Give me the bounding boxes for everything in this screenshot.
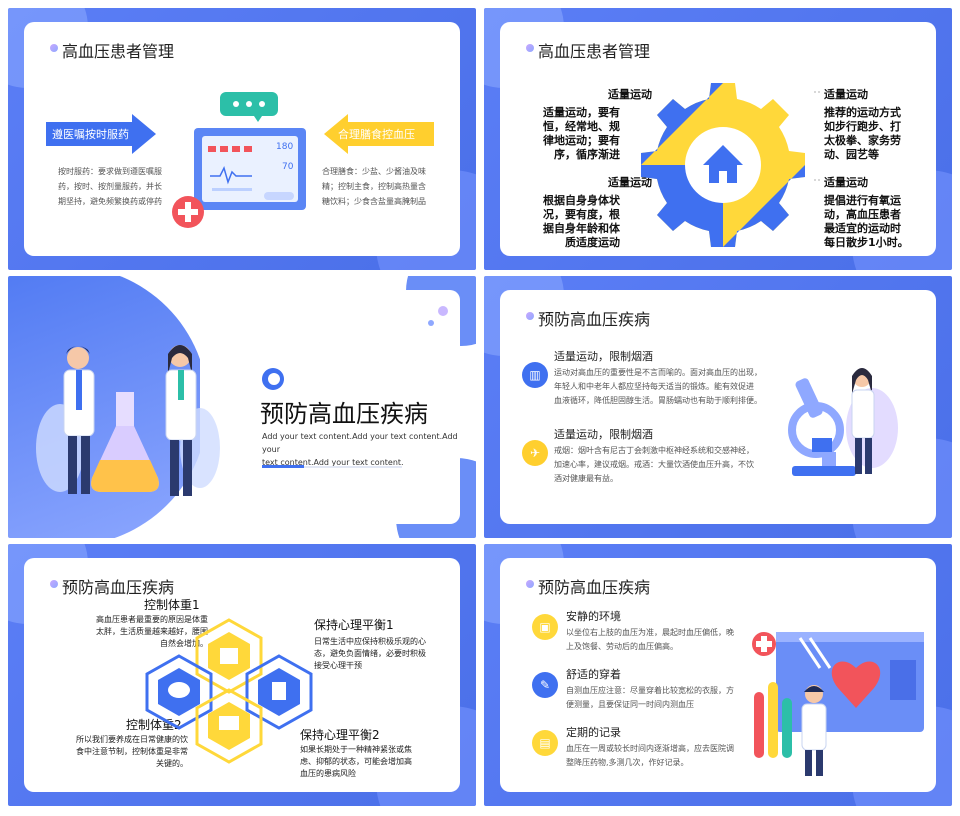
title-dot-icon: [526, 580, 534, 588]
weight-head-1: 控制体重1: [144, 598, 200, 612]
row-2-title: 舒适的穿着: [566, 668, 621, 681]
weight-text-2: 所以我们要养成在日常健康的饮食中注意节制，控制体重是非常关键的。: [76, 735, 188, 768]
exercise-text-3: 推荐的运动方式如步行跑步、打 太极拳、家务劳动、园艺等: [824, 106, 901, 161]
row-3-text: 血压在一周或较长时间内逐渐增高，应去医院调整降压药物,多测几次，作好记录。: [566, 744, 734, 767]
hexagon-diagram: [145, 618, 313, 764]
row-3-title: 定期的记录: [566, 726, 621, 739]
slide-title: 预防高血压疾病: [62, 578, 175, 597]
row-1-title: 适量运动，限制烟酒: [554, 350, 653, 363]
slide-1[interactable]: 高血压患者管理 遵医嘱按时服药 按时服药：要求做到遵医嘱服 药，按时、按剂量服药…: [8, 8, 476, 270]
medication-arrow: 遵医嘱按时服药: [46, 114, 156, 154]
exercise-text-2: 根据自身身体状况，要有度，根 据自身年龄和体质适度运动: [543, 194, 620, 249]
exercise-head-3: 适量运动: [824, 88, 868, 101]
slide-2[interactable]: 高血压患者管理 适量运动 适量运动，要有恒，经常地、规 律地运动；要有序，循序渐…: [484, 8, 952, 270]
mental-head-2: 保持心理平衡2: [300, 728, 380, 742]
medication-arrow-label: 遵医嘱按时服药: [52, 128, 129, 141]
title-dot-icon: [50, 580, 58, 588]
slide-3-card: [200, 290, 460, 524]
mental-text-1: 日常生活中应保持积极乐观的心态，避免负面情绪，必要时积极接受心理干预: [314, 637, 426, 670]
exercise-head-4: 适量运动: [824, 176, 868, 189]
exercise-text-4: 提倡进行有氧运动，高血压患者 最适宜的运动时每日散步1小时。: [824, 194, 909, 249]
slide-5[interactable]: 预防高血压疾病 控制体重1 高血压患者最重要的原因是体重太胖，生活质量越来越好，…: [8, 544, 476, 806]
mental-text-2: 如果长期处于一种精神紧张或焦虑、抑郁的状态，可能会增加高血压的患病风险: [300, 745, 412, 778]
medication-text: 按时服药：要求做到遵医嘱服 药，按时、按剂量服药，并长 期坚持，避免频繁换药或停…: [58, 167, 162, 206]
progress-accent: [262, 465, 304, 468]
left-leader-lines: [612, 91, 620, 181]
slide-3-subtitle: Add your text content.Add your text cont…: [262, 432, 458, 467]
slide-5-card: 预防高血压疾病 控制体重1 高血压患者最重要的原因是体重太胖，生活质量越来越好，…: [24, 558, 460, 792]
slide-6-card: 预防高血压疾病 ▣ 安静的环境 以坐位右上肢的血压为准，晨起时血压偏低，晚上及饱…: [500, 558, 936, 792]
slide-1-card: 高血压患者管理 遵医嘱按时服药 按时服药：要求做到遵医嘱服 药，按时、按剂量服药…: [24, 22, 460, 256]
exercise-head-1: 适量运动: [608, 88, 652, 101]
slide-title: 高血压患者管理: [62, 42, 175, 61]
row-1-text: 运动对高血压的重要性是不言而喻的。面对高血压的出现， 年轻人和中老年人都应坚持每…: [554, 368, 762, 405]
slide-title: 预防高血压疾病: [538, 578, 651, 597]
diet-arrow-label: 合理膳食控血压: [338, 128, 415, 141]
slide-3[interactable]: 预防高血压疾病 Add your text content.Add your t…: [8, 276, 476, 538]
title-dot-icon: [526, 44, 534, 52]
exercise-head-2: 适量运动: [608, 176, 652, 189]
diastolic-value: 70: [282, 162, 294, 172]
title-dot-icon: [526, 312, 534, 320]
chart-icon: ▥: [522, 362, 548, 388]
systolic-value: 180: [276, 142, 294, 152]
slide-title: 预防高血压疾病: [538, 310, 651, 329]
record-icon: ▤: [532, 730, 558, 756]
weight-text-1: 高血压患者最重要的原因是体重太胖，生活质量越来越好，腰围自然会增加。: [96, 615, 208, 648]
slide-4-card: 预防高血压疾病 ▥ 适量运动，限制烟酒 运动对高血压的重要性是不言而喻的。面对高…: [500, 290, 936, 524]
row-2-text: 自测血压应注意：尽量穿着比较宽松的衣服，方便测量，且要保证同一时间内测血压: [566, 686, 734, 709]
row-2-title: 适量运动，限制烟酒: [554, 428, 653, 441]
exercise-text-1: 适量运动，要有恒，经常地、规 律地运动；要有序，循序渐进: [543, 106, 620, 161]
title-dot-icon: [50, 44, 58, 52]
clothing-icon: ✎: [532, 672, 558, 698]
gear-icon: [641, 83, 805, 247]
diet-arrow: 合理膳食控血压: [324, 114, 434, 154]
slide-6[interactable]: 预防高血压疾病 ▣ 安静的环境 以坐位右上肢的血压为准，晨起时血压偏低，晚上及饱…: [484, 544, 952, 806]
right-leader-lines: [814, 91, 822, 181]
slide-4[interactable]: 预防高血压疾病 ▥ 适量运动，限制烟酒 运动对高血压的重要性是不言而喻的。面对高…: [484, 276, 952, 538]
mental-head-1: 保持心理平衡1: [314, 618, 394, 632]
blood-pressure-monitor-icon: [172, 92, 306, 228]
slide-2-card: 高血压患者管理 适量运动 适量运动，要有恒，经常地、规 律地运动；要有序，循序渐…: [500, 22, 936, 256]
scientists-illustration: [36, 345, 220, 496]
row-1-title: 安静的环境: [566, 610, 621, 623]
environment-icon: ▣: [532, 614, 558, 640]
rocket-icon: ✈: [522, 440, 548, 466]
row-2-text: 戒烟：烟叶含有尼古丁会刺激中枢神经系统和交感神经， 加速心率，建议戒烟。戒酒：大…: [554, 446, 754, 483]
heart-monitor-illustration: [752, 632, 924, 776]
microscope-illustration: [788, 368, 898, 476]
diet-text: 合理膳食：少盐、少酱油及味 精；控制主食，控制高热量含 糖饮料；少食含盐量高腌制…: [322, 167, 426, 206]
row-1-text: 以坐位右上肢的血压为准，晨起时血压偏低，晚上及饱餐、劳动后的血压偏高。: [566, 628, 734, 651]
slide-3-title: 预防高血压疾病: [260, 400, 428, 428]
slide-title: 高血压患者管理: [538, 42, 651, 61]
